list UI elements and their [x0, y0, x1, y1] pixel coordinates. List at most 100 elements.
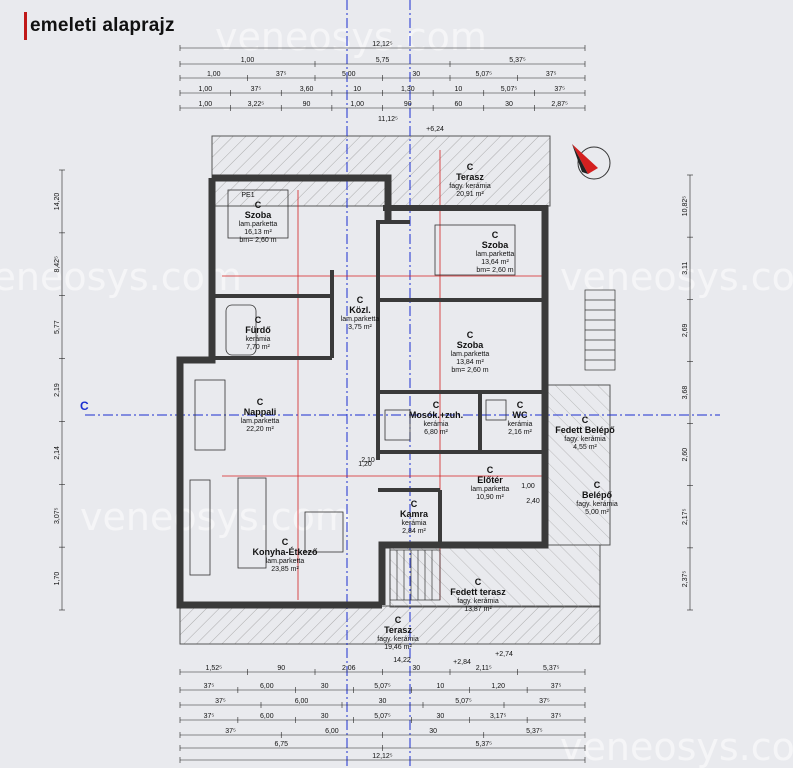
dimension-value: 1,00 — [199, 86, 213, 93]
room-area: 2,16 m² — [508, 429, 532, 436]
dimension-value: 3,22⁵ — [248, 101, 265, 108]
dimension-value: 5,07⁵ — [374, 713, 391, 720]
dimension-value: 12,12⁵ — [372, 41, 393, 48]
kitchen-island — [237, 477, 267, 569]
watermark-middle: veneosys.com — [80, 495, 352, 539]
room-code: C — [395, 615, 402, 625]
dimension-value: 5,37⁵ — [509, 57, 526, 64]
misc-label: 1,20 — [358, 461, 372, 468]
dimension-value: 3,07⁵ — [54, 507, 61, 524]
dimension-value: 2,19 — [54, 383, 61, 397]
dimension-value: 37⁵ — [215, 698, 226, 705]
axis-lines — [85, 0, 720, 768]
room-code: C — [282, 537, 289, 547]
watermark-bottom-right: veneosys.com — [560, 725, 793, 768]
room-finish: fagy. kerámia — [564, 436, 606, 443]
dimension-value: 5,07⁵ — [374, 683, 391, 690]
room-finish: fagy. kerámia — [457, 598, 499, 605]
room-area: 7,70 m² — [246, 344, 270, 351]
room-name: Fedett Belépő — [555, 425, 615, 435]
room-area: 23,85 m² — [271, 566, 299, 573]
dimension-value: 1,70 — [54, 572, 61, 586]
room-height: bm= 2,60 m — [239, 237, 276, 244]
dimension-value: 5,07⁵ — [501, 86, 518, 93]
dimension-value: 12,12⁵ — [372, 753, 393, 760]
dimension-value: 90 — [277, 665, 285, 672]
room-finish: lam.parketta — [471, 486, 510, 493]
room-finish: kerámia — [246, 336, 271, 343]
room-code: C — [467, 330, 474, 340]
misc-label: 11,12⁵ — [378, 116, 398, 123]
misc-label: +2,84 — [453, 659, 471, 666]
room-area: 5,00 m² — [585, 509, 609, 516]
misc-label: +6,24 — [426, 126, 444, 133]
dimension-value: 5,07⁵ — [475, 71, 492, 78]
room-name: Fedett terasz — [450, 587, 506, 597]
room-code: C — [433, 400, 440, 410]
north-arrow-icon — [572, 144, 611, 180]
dimension-value: 1,52⁵ — [205, 665, 222, 672]
fixtures — [189, 189, 516, 576]
dimension-value: 30 — [436, 713, 444, 720]
dimension-value: 1,20 — [491, 683, 505, 690]
room-code: C — [487, 465, 494, 475]
dimension-value: 5,75 — [376, 57, 390, 64]
dimension-value: 37⁵ — [204, 713, 215, 720]
dimension-value: 3,60 — [300, 86, 314, 93]
room-finish: kerámia — [402, 520, 427, 527]
dimension-value: 5,37⁵ — [475, 741, 492, 748]
dimension-value: 5,37⁵ — [543, 665, 560, 672]
misc-labels: +6,24+2,74+2,8411,12⁵14,222,101,202,401,… — [241, 116, 540, 666]
room-name: Terasz — [384, 625, 412, 635]
dimension-value: 10 — [455, 86, 463, 93]
room-name: Nappali — [244, 407, 277, 417]
room-name: Előtér — [477, 475, 503, 485]
bed-right — [434, 224, 516, 276]
dimension-value: 30 — [505, 101, 513, 108]
room-name: WC — [513, 410, 528, 420]
room-name: Szoba — [457, 340, 484, 350]
room-area: 13,87 m² — [464, 606, 492, 613]
room-area: 13,64 m² — [481, 259, 509, 266]
interior-walls — [215, 220, 545, 545]
misc-label: +2,74 — [495, 651, 513, 658]
title-accent — [24, 12, 27, 40]
page-title: emeleti alaprajz — [30, 15, 175, 36]
room-name: Terasz — [456, 172, 484, 182]
bed-left — [227, 189, 289, 239]
room-finish: kerámia — [424, 421, 449, 428]
room-finish: kerámia — [508, 421, 533, 428]
room-area: 20,91 m² — [456, 191, 484, 198]
room-code: C — [475, 577, 482, 587]
room-area: 22,20 m² — [246, 426, 274, 433]
room-code: C — [357, 295, 364, 305]
dimension-value: 30 — [321, 713, 329, 720]
wc-fixture — [485, 399, 507, 421]
room-name: Belépő — [582, 490, 613, 500]
kitchen-counter — [189, 479, 211, 576]
dimension-value: 6,75 — [274, 741, 288, 748]
dining-table — [304, 511, 344, 553]
watermark-right: veneosys.com — [560, 255, 793, 299]
misc-label: 2,40 — [526, 498, 540, 505]
room-code: C — [255, 200, 262, 210]
dimension-value: 90 — [303, 101, 311, 108]
entrance-area — [547, 384, 611, 546]
room-name: Szoba — [482, 240, 509, 250]
bathtub — [225, 304, 257, 356]
room-name: Konyha-Étkező — [252, 547, 318, 557]
terrace-top — [211, 135, 551, 207]
dimension-value: 5,77 — [54, 320, 61, 334]
room-area: 2,84 m² — [402, 528, 426, 535]
room-finish: lam.parketta — [451, 351, 490, 358]
